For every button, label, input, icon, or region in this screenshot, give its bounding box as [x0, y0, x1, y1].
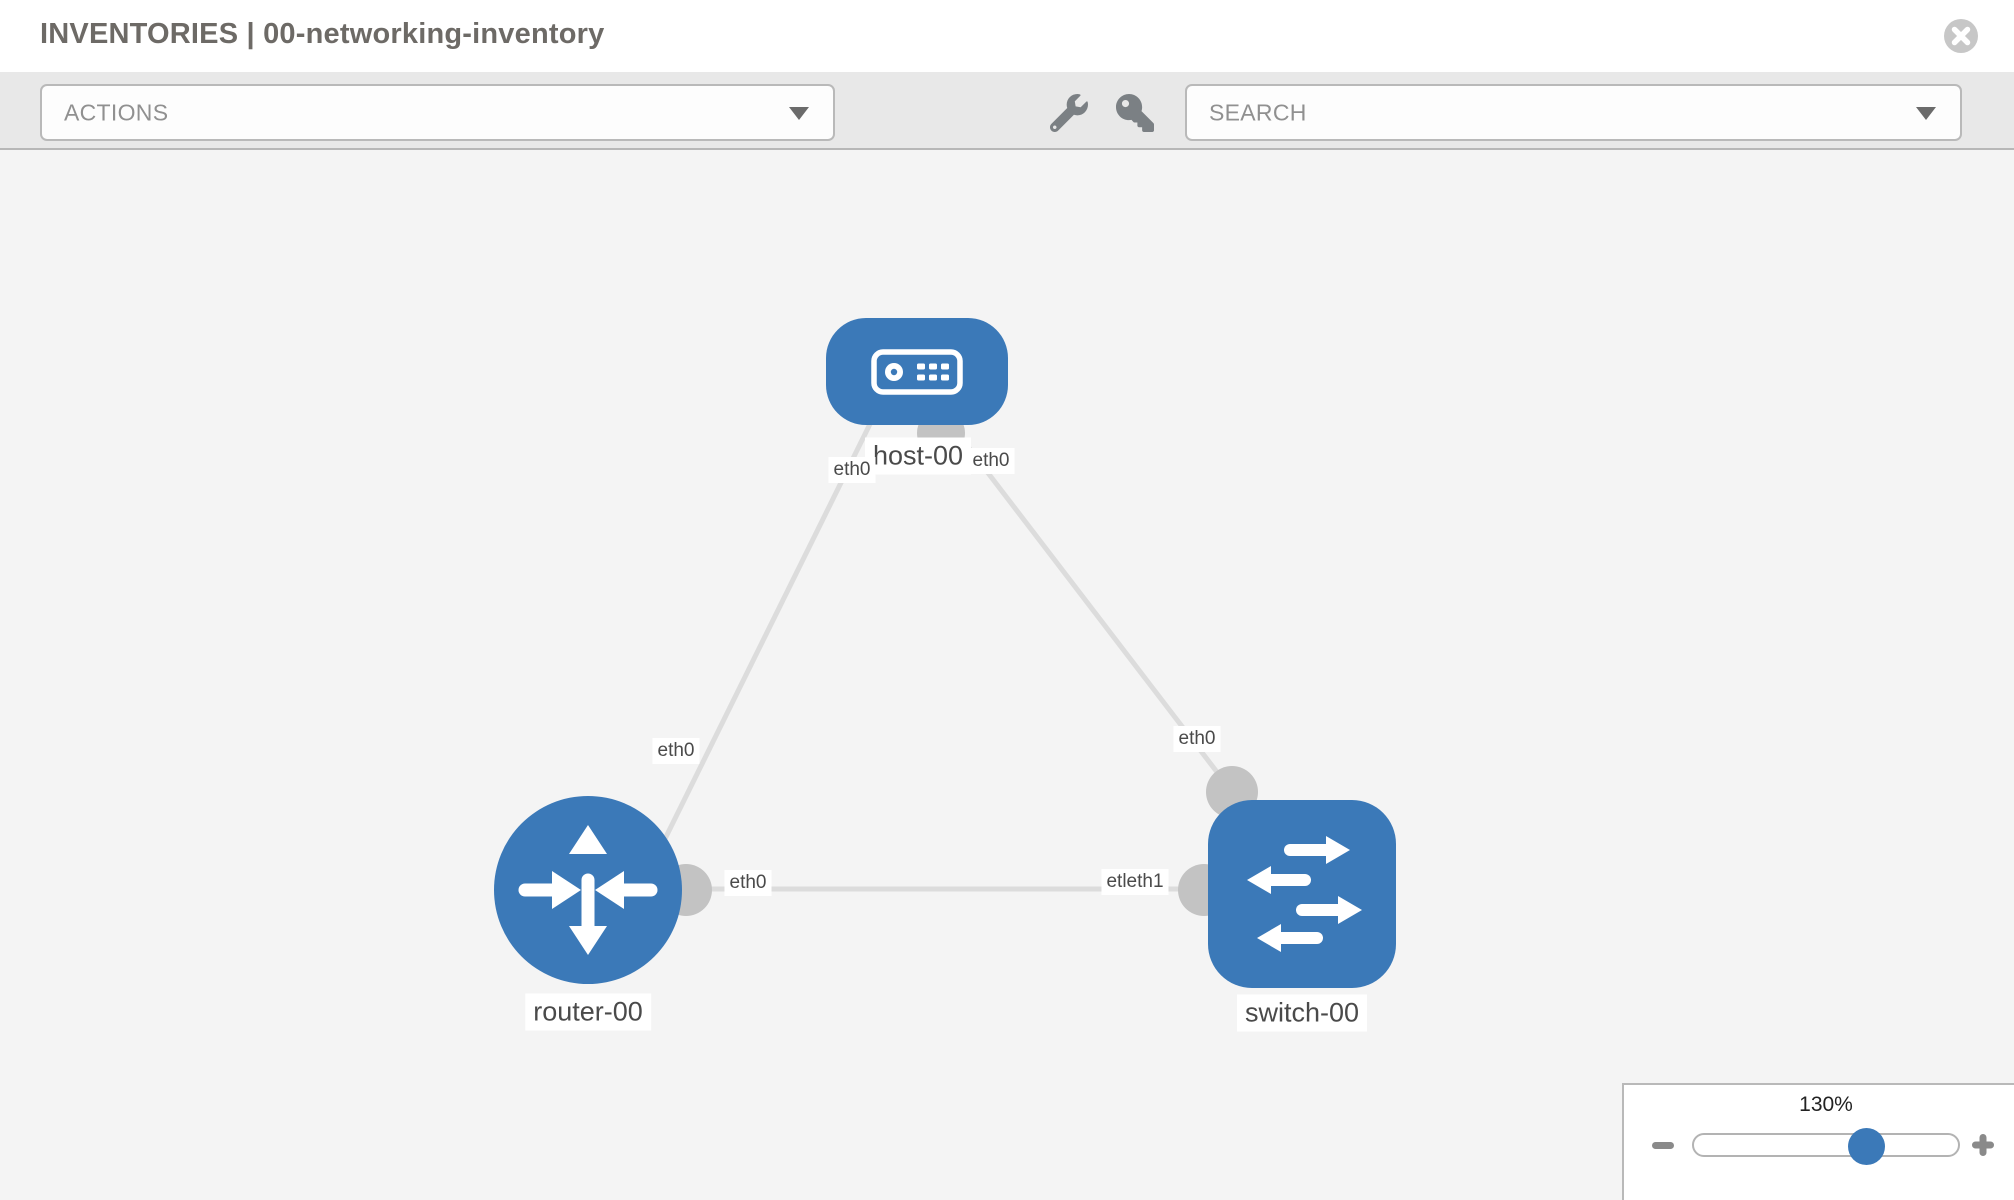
node-host-00[interactable]: [826, 318, 1008, 425]
zoom-slider-handle[interactable]: [1848, 1128, 1885, 1165]
interface-label: etleth1: [1101, 869, 1169, 895]
zoom-level-text: 130%: [1799, 1093, 1853, 1116]
header: INVENTORIES | 00-networking-inventory: [0, 0, 2014, 72]
interface-label: eth0: [724, 870, 772, 896]
zoom-control-panel: 130%: [1622, 1083, 2014, 1200]
credentials-button[interactable]: [1116, 94, 1156, 134]
chevron-down-icon: [1916, 106, 1936, 120]
node-label-router: router-00: [525, 993, 651, 1031]
search-dropdown[interactable]: SEARCH: [1185, 84, 1962, 141]
interface-label: eth0: [1173, 726, 1221, 752]
actions-dropdown[interactable]: ACTIONS: [40, 84, 835, 141]
node-label-switch: switch-00: [1236, 994, 1368, 1032]
toolbar: ACTIONS SEARCH: [0, 72, 2014, 150]
actions-dropdown-label: ACTIONS: [64, 99, 169, 125]
interface-label: eth0: [967, 448, 1015, 474]
node-switch-00[interactable]: [1208, 800, 1396, 988]
topology-canvas[interactable]: host-00 eth0 eth0 eth0 eth0 eth0 etleth1…: [0, 150, 2014, 1200]
page-title: INVENTORIES | 00-networking-inventory: [40, 18, 605, 50]
interface-label: eth0: [652, 738, 700, 764]
zoom-out-button[interactable]: [1651, 1133, 1675, 1157]
node-router-00[interactable]: [494, 796, 682, 984]
router-icon: [518, 825, 658, 955]
node-label-host: host-00: [864, 437, 972, 475]
zoom-in-button[interactable]: [1971, 1133, 1995, 1157]
interface-label: eth0: [828, 457, 876, 483]
zoom-slider-track[interactable]: [1692, 1128, 1960, 1165]
switch-icon: [1247, 836, 1362, 952]
tools-button[interactable]: [1049, 94, 1090, 134]
search-dropdown-label: SEARCH: [1209, 99, 1307, 125]
host-icon: [871, 348, 963, 395]
zoom-out-icon: [1652, 1142, 1674, 1149]
zoom-in-icon: [1972, 1134, 1994, 1156]
key-icon: [1116, 94, 1154, 132]
close-icon: [1944, 19, 1978, 53]
chevron-down-icon: [789, 106, 809, 120]
wrench-icon: [1049, 94, 1088, 133]
topology-links-layer: [612, 409, 1258, 942]
close-button[interactable]: [1942, 17, 1980, 55]
